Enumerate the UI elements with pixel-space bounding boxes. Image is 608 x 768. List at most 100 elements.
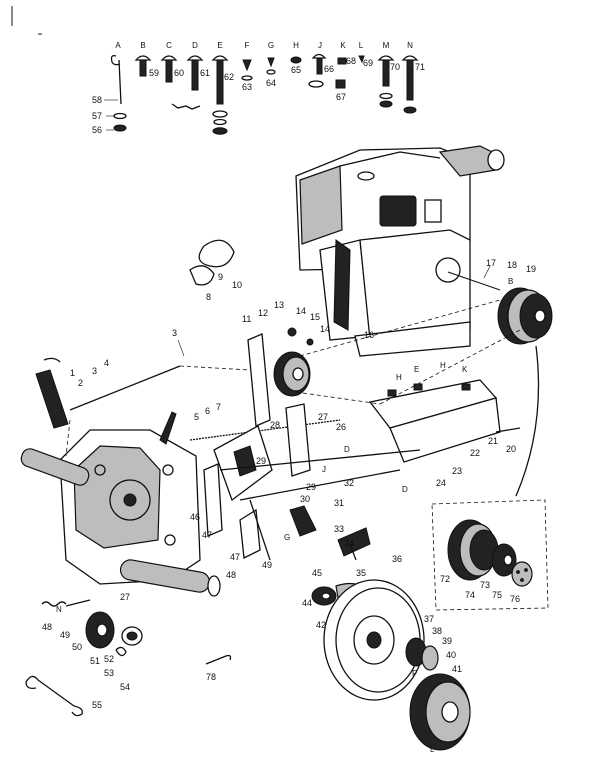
linkage-plate-30 [285,403,311,477]
callout-50: 50 [72,642,82,652]
callout-3: 3 [92,366,97,376]
callout-53: 53 [104,668,114,678]
inline-letter-k: K [462,365,468,374]
callout-12: 12 [258,308,268,318]
lever-5 [159,411,177,445]
grip-handle [35,369,69,429]
callout-44: 44 [302,598,312,608]
callout-49b: 49 [60,630,70,640]
hardware-letter-a: A [115,41,121,50]
callout-73: 73 [480,580,490,590]
drive-wheel-assembly: 37 38 39 40 41 C F L [323,579,471,754]
pin-49 [65,599,91,607]
cam-plate [289,505,317,537]
carriage-bolt-head [160,55,178,61]
input-shaft [20,448,90,486]
callout-74: 74 [465,590,475,600]
hex-nut [290,56,302,64]
hardware-letter-d: D [192,41,198,50]
lock-washer [241,75,253,81]
hex-nut [403,106,417,114]
inline-letter-d2: D [344,445,350,454]
lock-washer [213,118,227,126]
hex-nut [212,127,228,135]
callout-47: 47 [202,530,212,540]
callout-33: 33 [334,524,344,534]
callout-49: 49 [262,560,272,570]
callout-31: 31 [334,498,344,508]
carriage-bolt-shank [406,59,414,101]
idler-arm [247,333,271,427]
lever-46 [203,463,223,537]
hw-label-60: 60 [174,68,184,78]
callout-76: 76 [510,594,520,604]
callout-3b: 3 [172,328,177,338]
hw-label-61: 61 [200,68,210,78]
shift-linkage: 1 2 3 4 3 [35,328,251,457]
screw [267,57,275,68]
disc-hub [353,615,395,665]
inline-letter-f: F [412,669,417,678]
square-nut [335,79,346,89]
callout-23: 23 [452,466,462,476]
hw-label-67: 67 [336,92,346,102]
inline-letter-b: B [508,277,513,286]
hw-label-58: 58 [92,95,102,105]
callout-55: 55 [92,700,102,710]
carriage-bolt-head [211,55,229,61]
shift-rod [69,365,181,411]
case-boss [109,479,151,521]
mount-plate-side [389,397,501,463]
callout-1: 1 [70,368,75,378]
fuel-cap [357,171,375,181]
inline-letter-h: H [396,373,402,382]
square-nut [337,57,347,65]
callout-48b: 48 [42,622,52,632]
bracket-33 [337,527,371,557]
callout-47b: 47 [230,552,240,562]
callout-46: 46 [190,512,200,522]
flat-washer [212,110,228,118]
callout-7: 7 [216,402,221,412]
hardware-letter-k: K [340,41,346,50]
hw-label-62: 62 [224,72,234,82]
spring-clip [171,103,201,110]
center-linkage: 5 6 7 26 27 28 29 30 31 29 J D D 46 47 4… [159,402,421,580]
hardware-letter-c: C [166,41,172,50]
hardware-letter-j: J [318,41,322,50]
callout-2: 2 [78,378,83,388]
carriage-bolt-head [311,53,327,59]
callout-4: 4 [104,358,109,368]
hardware-letter-e: E [217,41,222,50]
carriage-bolt-head [186,55,204,61]
hardware-letter-g: G [268,41,274,50]
hw-label-71: 71 [415,62,425,72]
hw-label-66: 66 [324,64,334,74]
callout-15: 15 [310,312,320,322]
case-rib [73,445,161,549]
callout-11: 11 [242,314,251,324]
callout-19: 19 [526,264,536,274]
inline-letter-d: D [402,485,408,494]
callout-32: 32 [344,478,354,488]
callout-28: 28 [270,420,280,430]
idler-pulley-assembly: 11 12 13 14 15 14 [242,300,330,427]
callout-72: 72 [440,574,450,584]
engine-decal-plate [424,199,442,223]
coil-spring [189,419,341,441]
carriage-bolt-shank [191,59,199,91]
hardware-letter-h: H [293,41,299,50]
hw-label-56: 56 [92,125,102,135]
callout-41: 41 [452,664,462,674]
callout-48: 48 [226,570,236,580]
hw-label-59: 59 [149,68,159,78]
hardware-letter-b: B [140,41,145,50]
wire-loop [198,239,235,268]
fuel-tank [299,165,343,245]
carriage-bolt-shank [316,57,323,75]
callout-40: 40 [446,650,456,660]
engine-base [354,321,471,357]
callout-42: 42 [316,620,326,630]
carriage-bolt-head [401,55,419,61]
